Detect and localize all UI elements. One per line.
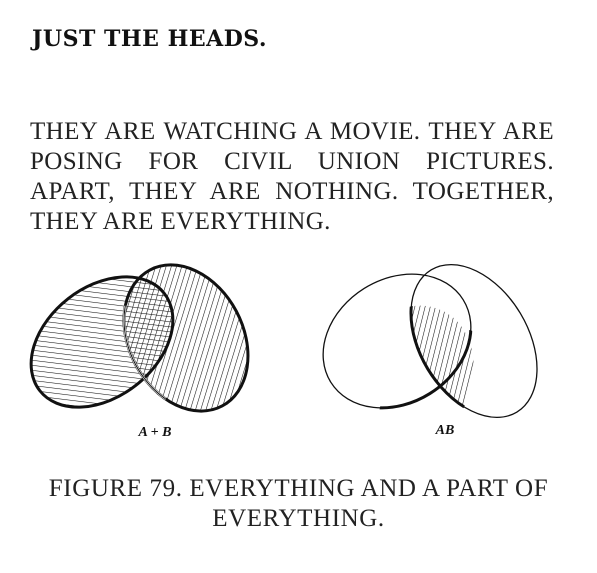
venn-intersection-diagram: AB [322,263,538,438]
venn-figure: A + B AB [29,263,538,440]
venn-union-diagram: A + B [29,263,250,440]
set-b-outline [410,263,538,419]
body-paragraph: THEY ARE WATCHING A MOVIE. THEY ARE POSI… [30,118,554,235]
heading: JUST THE HEADS. [32,26,268,52]
figure-caption: FIGURE 79. EVERYTHING AND A PART OF EVER… [48,475,549,532]
union-label: A + B [138,425,172,440]
intersection-label: AB [435,423,455,438]
